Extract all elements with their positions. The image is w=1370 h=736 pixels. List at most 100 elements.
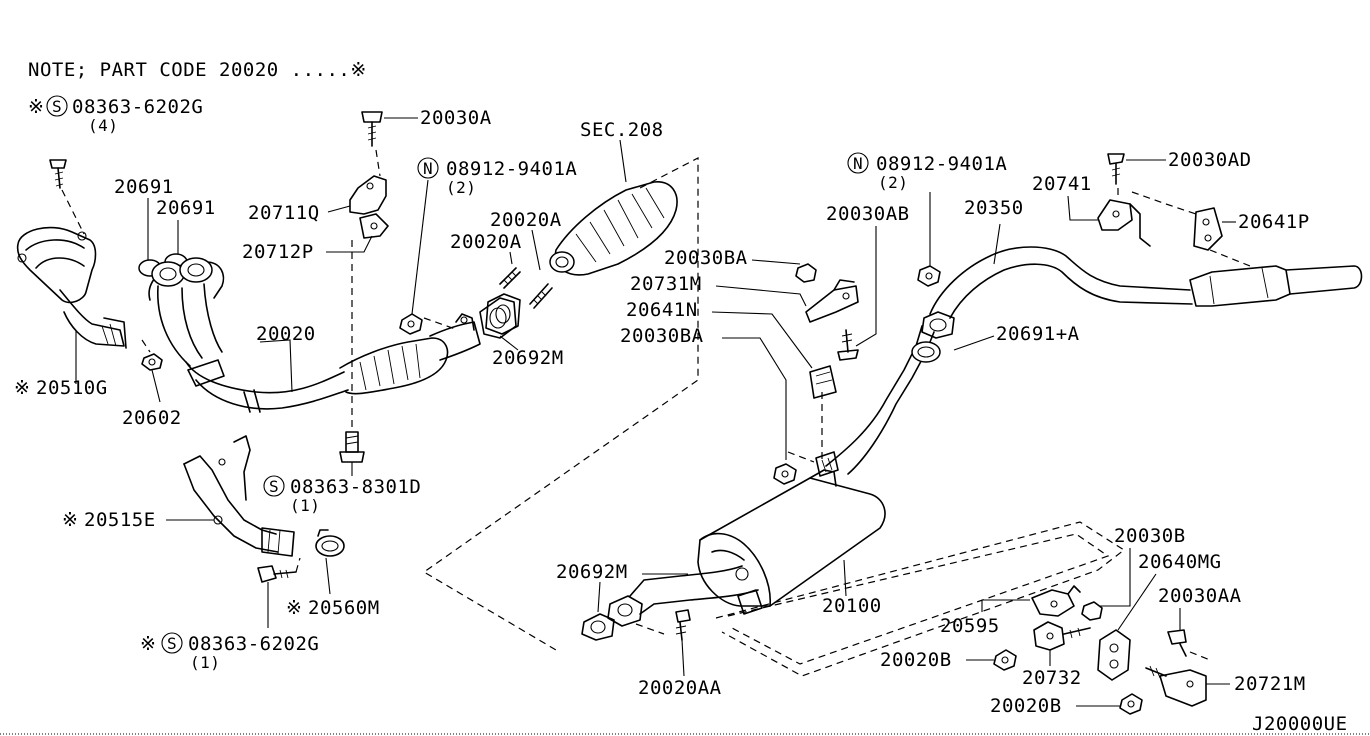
callout-20711Q[interactable]: 20711Q [248,202,320,224]
part-label-20350: 20350 [964,197,1024,219]
n-circle-icon [847,152,869,174]
part-qty-1: (1) [190,653,220,672]
callout-08363-8301D[interactable]: S 08363-8301D (1) [263,475,421,515]
hanger-bracket-20741-icon [1097,199,1151,247]
part-label-20515E: 20515E [84,509,156,531]
callout-20640MG[interactable]: 20640MG [1138,551,1222,573]
callout-20020B-2[interactable]: 20020B [990,695,1062,717]
callout-20731M[interactable]: 20731M [630,273,702,295]
part-code-note: NOTE; PART CODE 20020 .....※ [28,59,367,81]
part-label-20741: 20741 [1032,173,1092,195]
callout-20692M-bottom[interactable]: 20692M [556,561,628,583]
hanger-bracket-20595-icon [1031,585,1081,617]
part-label-20721M: 20721M [1234,673,1306,695]
part-label-20691: 20691 [114,176,174,198]
part-label-20640MG: 20640MG [1138,551,1222,573]
callout-20691-a[interactable]: 20691 [114,176,174,198]
callout-20712P[interactable]: 20712P [242,241,314,263]
callout-20691+A[interactable]: 20691+A [996,323,1080,345]
callout-SEC.208[interactable]: SEC.208 [580,119,664,141]
part-label-08363-8301D: 08363-8301D [290,476,421,498]
callout-20721M[interactable]: 20721M [1234,673,1306,695]
part-label-20641P: 20641P [1238,211,1310,233]
callout-20641N[interactable]: 20641N [626,299,698,321]
part-label-20691: 20691 [156,197,216,219]
catalytic-converter-icon [549,181,678,276]
stud-icon [499,267,521,289]
n-symbol: N [423,159,433,178]
part-label-20711Q: 20711Q [248,202,320,224]
callout-20692M-top[interactable]: 20692M [492,347,564,369]
callout-20602[interactable]: 20602 [122,407,182,429]
callout-20595[interactable]: 20595 [940,615,1000,637]
diagram-id: J20000UE [1252,713,1348,735]
rubber-mount-20641N-icon [809,365,837,399]
callout-20030AD[interactable]: 20030AD [1168,149,1252,171]
hanger-bracket-20732-icon [1033,621,1091,651]
hanger-bracket-20721M-icon [1145,665,1207,707]
part-label-08363-6202G: 08363-6202G [72,96,203,118]
callout-20691-b[interactable]: 20691 [156,197,216,219]
callout-20030BA-2[interactable]: 20030BA [620,325,704,347]
callout-20030A[interactable]: 20030A [420,107,492,129]
callout-20741[interactable]: 20741 [1032,173,1092,195]
part-qty-2: (2) [446,178,476,197]
gasket-icon [581,613,615,641]
callout-20030AB[interactable]: 20030AB [826,203,910,225]
part-label-20692M: 20692M [556,561,628,583]
callout-20020AA[interactable]: 20020AA [638,677,722,699]
s-circle-icon [263,475,285,497]
heat-shield-20510G-icon [16,226,127,349]
callout-08363-6202G-bottom[interactable]: ※ S 08363-6202G (1) [140,632,319,672]
part-label-20020B: 20020B [990,695,1062,717]
callout-20560M[interactable]: ※ 20560M [286,597,380,619]
callout-20510G[interactable]: ※ 20510G [14,377,108,399]
bolt-icon [1167,629,1187,657]
callout-20020A-1[interactable]: 20020A [490,209,562,231]
callout-20515E[interactable]: ※ 20515E [62,509,156,531]
callout-20030AA[interactable]: 20030AA [1158,585,1242,607]
part-label-20030BA: 20030BA [620,325,704,347]
asterisk-mark: ※ [28,96,44,118]
part-label-20030BA: 20030BA [664,247,748,269]
asterisk-mark: ※ [14,377,30,399]
callout-20100[interactable]: 20100 [822,595,882,617]
nut-icon [917,265,941,287]
callout-20030B[interactable]: 20030B [1114,525,1186,547]
callout-20350[interactable]: 20350 [964,197,1024,219]
callout-20030BA-1[interactable]: 20030BA [664,247,748,269]
callout-20732[interactable]: 20732 [1022,667,1082,689]
part-label-20641N: 20641N [626,299,698,321]
asterisk-mark: ※ [140,633,156,655]
bolt-icon [675,609,691,641]
part-label-20030AD: 20030AD [1168,149,1252,171]
callout-20020B-1[interactable]: 20020B [880,649,952,671]
hanger-bracket-20711Q-icon [349,175,389,239]
callout-20020[interactable]: 20020 [256,323,316,345]
rubber-mount-20640MG-icon [1097,629,1131,681]
callout-08363-6202G-top[interactable]: ※ S 08363-6202G (4) [28,95,203,135]
asterisk-mark: ※ [62,509,78,531]
bolt-icon [361,111,383,147]
part-qty-1: (1) [290,496,320,515]
callout-20020A-2[interactable]: 20020A [450,231,522,253]
part-label-20595: 20595 [940,615,1000,637]
rubber-mount-20641P-icon [1193,207,1223,251]
callout-08912-9401A-left[interactable]: N 08912-9401A (2) [417,157,577,197]
stud-icon [529,283,553,309]
bolt-icon [257,565,297,583]
part-label-20602: 20602 [122,407,182,429]
part-label-20510G: 20510G [36,377,108,399]
part-label-20020: 20020 [256,323,316,345]
part-label-20030AA: 20030AA [1158,585,1242,607]
tail-pipe-20350-icon [929,246,1363,319]
s-symbol: S [52,97,62,116]
section-reference-label: SEC.208 [580,119,664,141]
callout-20641P[interactable]: 20641P [1238,211,1310,233]
part-label-20030AB: 20030AB [826,203,910,225]
part-label-20560M: 20560M [308,597,380,619]
s-circle-icon [46,95,68,117]
part-label-20030A: 20030A [420,107,492,129]
callout-08912-9401A-right[interactable]: N 08912-9401A (2) [847,152,1007,192]
